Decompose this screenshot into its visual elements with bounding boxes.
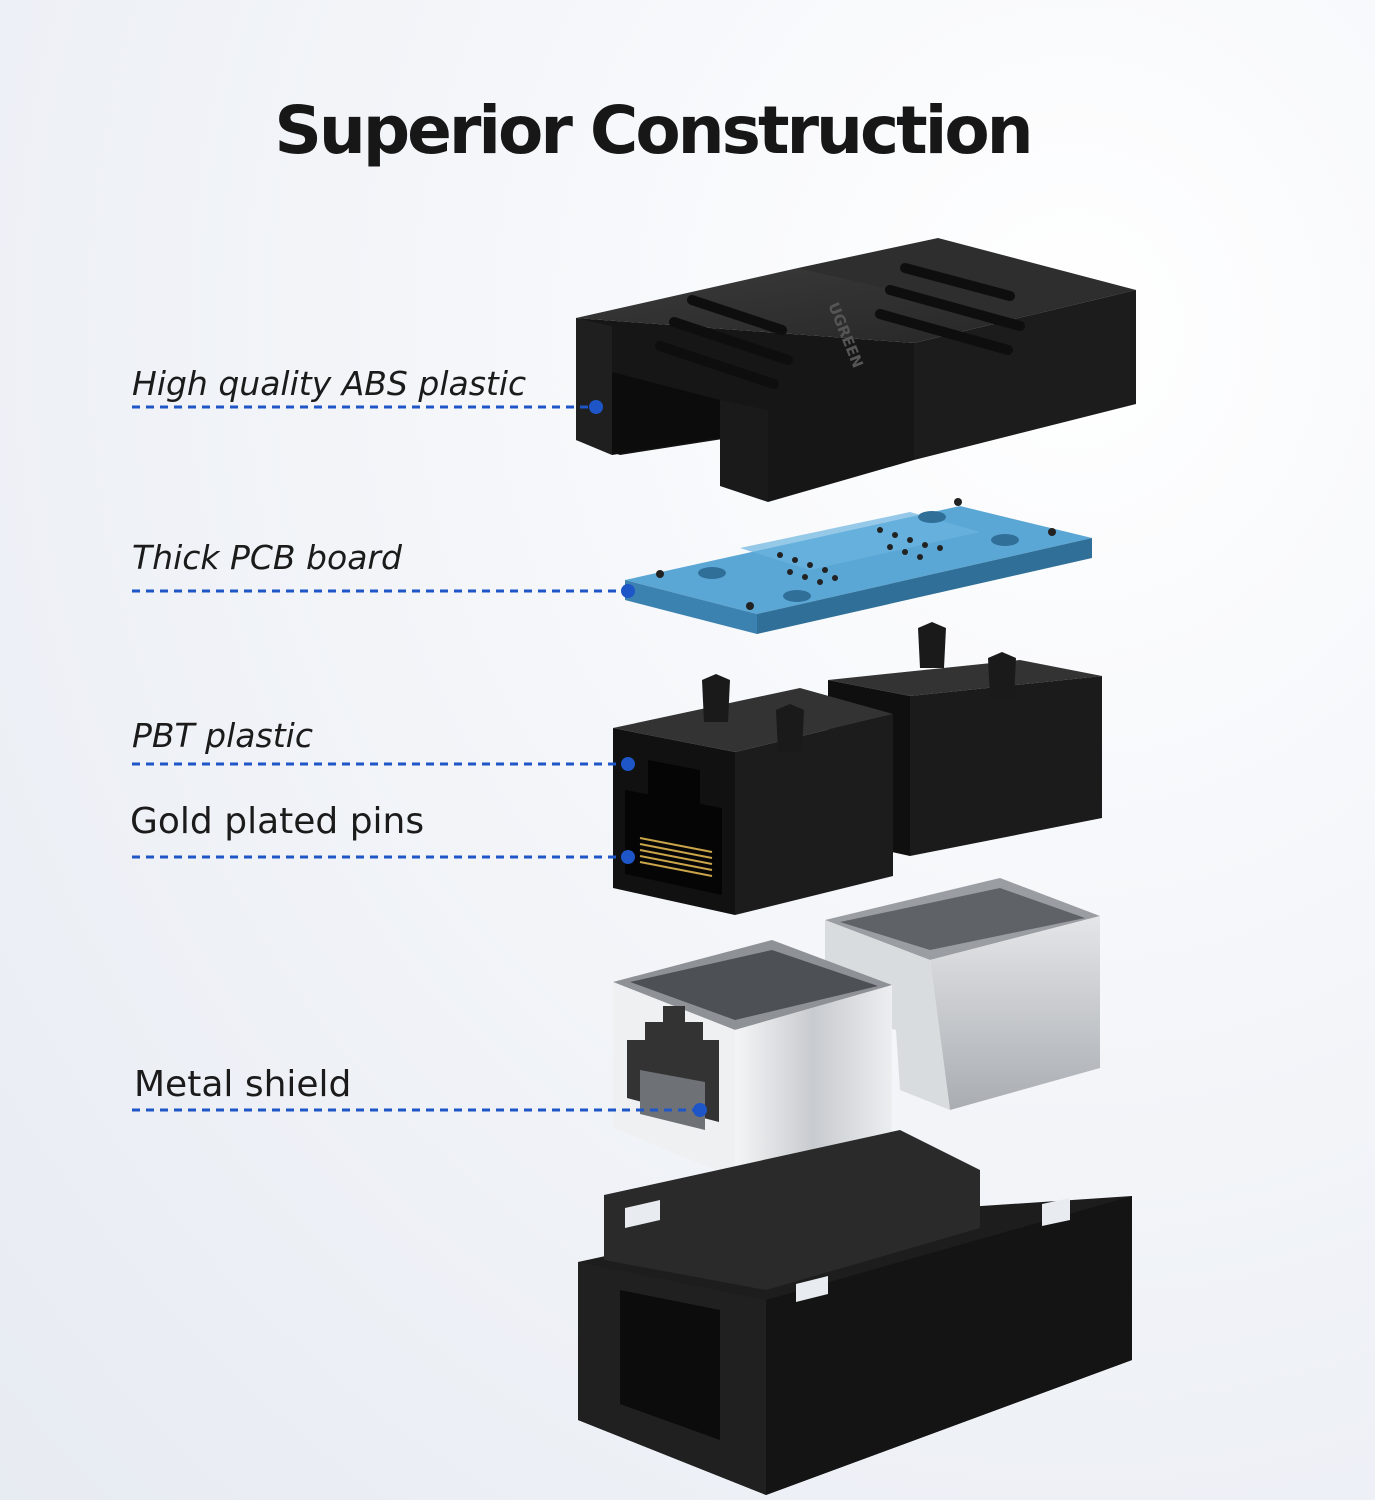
- leader-dot-abs: [589, 400, 603, 414]
- pbt-jack-front: [613, 674, 893, 915]
- label-gold-pins: Gold plated pins: [130, 801, 425, 842]
- pcb-board: [625, 498, 1092, 634]
- label-pbt-plastic: PBT plastic: [132, 716, 313, 755]
- leader-dot-pins: [621, 850, 635, 864]
- page-title: Superior Construction: [274, 92, 1033, 169]
- top-cover-housing: UGREEN: [576, 238, 1136, 502]
- leader-dot-pcb: [621, 584, 635, 598]
- leader-lines: [132, 405, 700, 1112]
- label-abs-plastic: High quality ABS plastic: [132, 364, 527, 403]
- leader-dot-pbt: [621, 757, 635, 771]
- metal-shield-front: [613, 940, 892, 1178]
- bottom-housing: [578, 1130, 1132, 1495]
- label-metal-shield: Metal shield: [134, 1064, 352, 1105]
- leader-dot-shield: [693, 1103, 707, 1117]
- label-pcb-board: Thick PCB board: [132, 538, 402, 577]
